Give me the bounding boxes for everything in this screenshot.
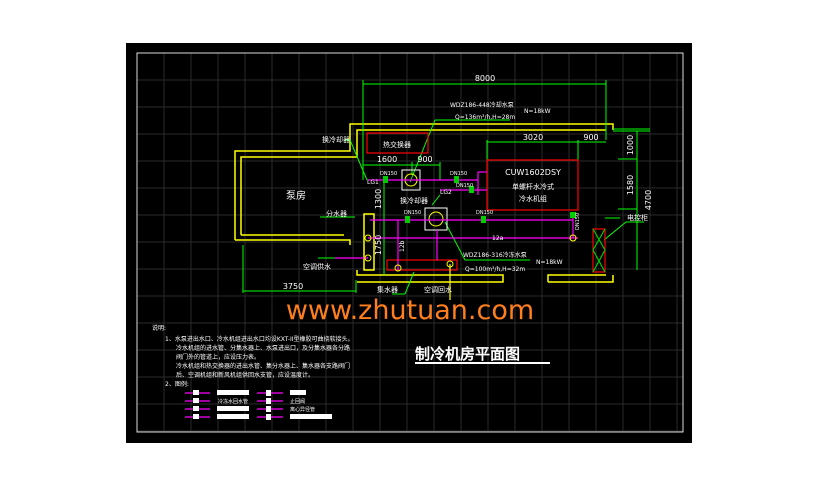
dim-pump-gap: 900 [417,155,432,164]
heat-exchanger-box [366,132,429,154]
note-line: 1、水泵进出水口、冷水机组进出水口均设KXT-II型橡胶可曲挠软接头。 [165,335,354,343]
control-cabinet-label: 电控柜 [627,213,648,222]
note-line: 后、空调机组和新风机组供回水支管，应设温度计。 [176,371,314,379]
chiller-model: CUW1602DSY [505,168,561,177]
gauges [364,234,577,272]
dn-label: DN150 [575,213,581,230]
chiller-box [486,159,579,211]
dim-top-offset: 1000 [626,135,635,155]
dim-hx: 1600 [377,155,397,164]
collector-label: 集水器 [377,285,398,294]
collector-box [386,259,458,271]
lg1-label: LG1 [367,179,379,186]
ac-return-label: 空调回水 [424,285,452,294]
hx-pointer-label: 换冷却器 [322,135,350,144]
dim-right-gap: 900 [583,133,598,142]
pipe-12b-label: 12b [399,240,406,252]
legend-label: 止回阀 [290,398,305,405]
heat-exchanger-label: 热交换器 [383,140,411,149]
dn-label: DN150 [450,171,467,177]
note-line: 阀门外的管道上，应设压力表。 [176,353,260,361]
legend-label: 冷冻水回水管 [218,398,248,405]
legend-label: 离心异径管 [290,406,315,413]
cooling-pump-power: N=18kW [524,108,551,115]
lg2-label: LG2 [440,189,452,196]
watermark: www.zhutuan.com [286,295,534,326]
cooling-pump-model: WDZ186-448冷却水泵 [450,101,514,109]
dn-label: DN150 [380,171,397,177]
dim-overall: 8000 [475,74,495,83]
note-line: 冷水机组的进水管、分集水器上、水泵进出口，及分集水器各分路 [176,344,350,352]
pipe-12a-label: 12a [492,235,504,242]
chilled-pump [424,207,448,231]
dim-room-depth: 4700 [644,190,653,210]
grid [136,52,683,432]
dim-1750: 1750 [374,235,383,255]
dim-chiller: 3020 [523,133,543,142]
valves [383,176,576,223]
dim-pump-room: 3750 [283,282,303,291]
dimension-lines [242,80,650,295]
chilled-pump-spec: Q=100m³/h,H=32m [465,266,525,273]
chiller-type: 单螺杆水冷式 [512,182,554,191]
equipment [366,132,606,273]
dn-label: DN150 [476,210,493,216]
pump-room-label: 泵房 [286,189,306,202]
chilled-pump-power: N=18kW [536,259,563,266]
drawing-background [126,43,692,443]
drawing-title: 制冷机房平面图 [415,345,520,363]
note-line: 冷水机组和热交换器的进出水管、集分水器上、集水器各支路阀门 [176,362,350,370]
hx-pump-label: 换冷却器 [400,196,428,205]
chilled-pump-model: WDZ186-316冷冻水泵 [463,251,527,259]
dim-chiller-depth: 1580 [626,175,635,195]
drawing-frame [136,52,684,433]
title-underline [415,362,550,364]
distributor-label: 分水器 [326,209,347,218]
dn-label: DN150 [404,210,421,216]
chiller-name: 冷水机组 [519,194,547,203]
cooling-pump-spec: Q=136m³/h,H=28m [455,114,515,121]
notes-heading: 说明: [152,324,166,332]
note-line: 2、图例: [165,380,189,388]
dn-label: DN150 [456,183,473,189]
ac-supply-label: 空调供水 [303,262,331,271]
dim-1300: 1300 [374,189,383,209]
legend-symbols [185,390,332,420]
